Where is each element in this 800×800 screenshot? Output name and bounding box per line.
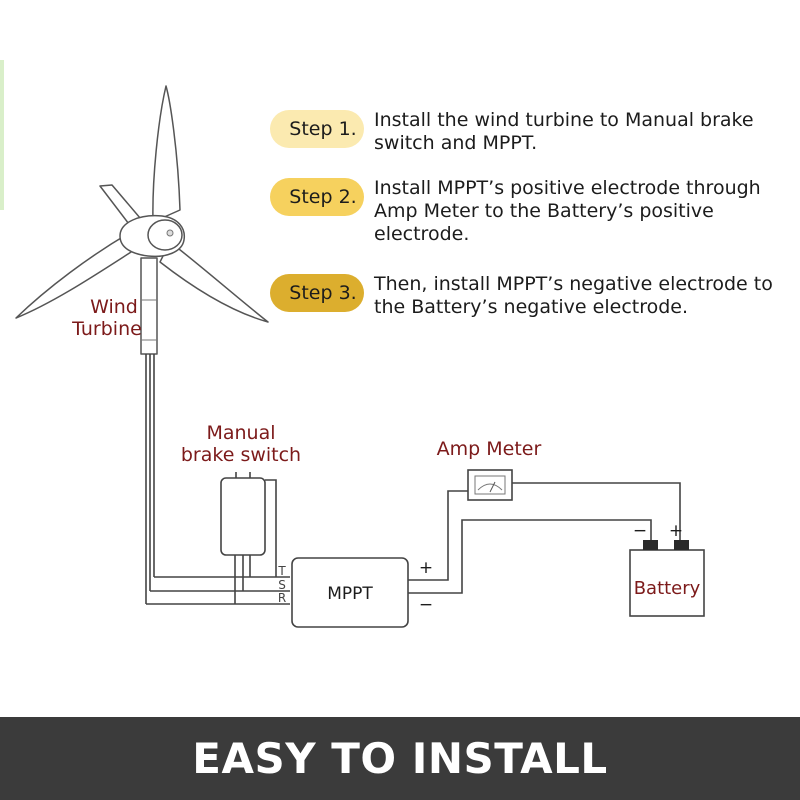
step-3-text: Then, install MPPT’s negative electrode … bbox=[374, 273, 773, 318]
step-3-badge: Step 3. bbox=[270, 274, 364, 312]
terminal-t: T bbox=[277, 564, 286, 578]
turbine-tower bbox=[140, 257, 158, 355]
wind-turbine-label: Wind Turbine bbox=[62, 296, 152, 340]
amp-meter-label: Amp Meter bbox=[436, 438, 542, 460]
amp-meter bbox=[467, 469, 513, 501]
mppt-input-wires bbox=[146, 479, 290, 605]
brake-switch-label: Manual brake switch bbox=[166, 422, 316, 466]
battery: Battery − + bbox=[629, 521, 705, 617]
turbine-blade-upper bbox=[152, 85, 181, 223]
mppt-label: MPPT bbox=[327, 584, 373, 604]
step-1-tag: Step 1. bbox=[289, 118, 357, 140]
step-3-tag: Step 3. bbox=[289, 282, 357, 304]
brake-label-line1: Manual bbox=[206, 422, 276, 444]
step-2-tag: Step 2. bbox=[289, 186, 357, 208]
step-1-badge: Step 1. bbox=[270, 110, 364, 148]
battery-plus-sign: + bbox=[669, 521, 683, 541]
step-1-text: Install the wind turbine to Manual brake… bbox=[374, 109, 754, 154]
banner-text: EASY TO INSTALL bbox=[192, 734, 608, 783]
brake-switch bbox=[220, 472, 266, 556]
turbine-blade-right bbox=[159, 241, 269, 323]
mppt-plus-sign: + bbox=[419, 558, 433, 578]
easy-install-banner: EASY TO INSTALL bbox=[0, 717, 800, 800]
edge-accent bbox=[0, 60, 4, 210]
step-2-text: Install MPPT’s positive electrode throug… bbox=[374, 177, 761, 245]
wind-turbine bbox=[15, 85, 269, 355]
terminal-s: S bbox=[278, 578, 286, 592]
turbine-blade-left bbox=[15, 227, 151, 319]
wind-label-line1: Wind bbox=[90, 296, 138, 318]
battery-label: Battery bbox=[634, 578, 701, 599]
terminal-r: R bbox=[278, 591, 286, 605]
step-2-badge: Step 2. bbox=[270, 178, 364, 216]
brake-label-line2: brake switch bbox=[180, 444, 302, 466]
battery-minus-sign: − bbox=[633, 521, 647, 541]
turbine-cable bbox=[145, 354, 155, 604]
wind-label-line2: Turbine bbox=[72, 318, 142, 340]
mppt-output-wires bbox=[408, 482, 681, 594]
turbine-hub bbox=[147, 219, 183, 251]
mppt-minus-sign: − bbox=[419, 595, 433, 615]
mppt-box: MPPT T S R bbox=[277, 557, 409, 628]
